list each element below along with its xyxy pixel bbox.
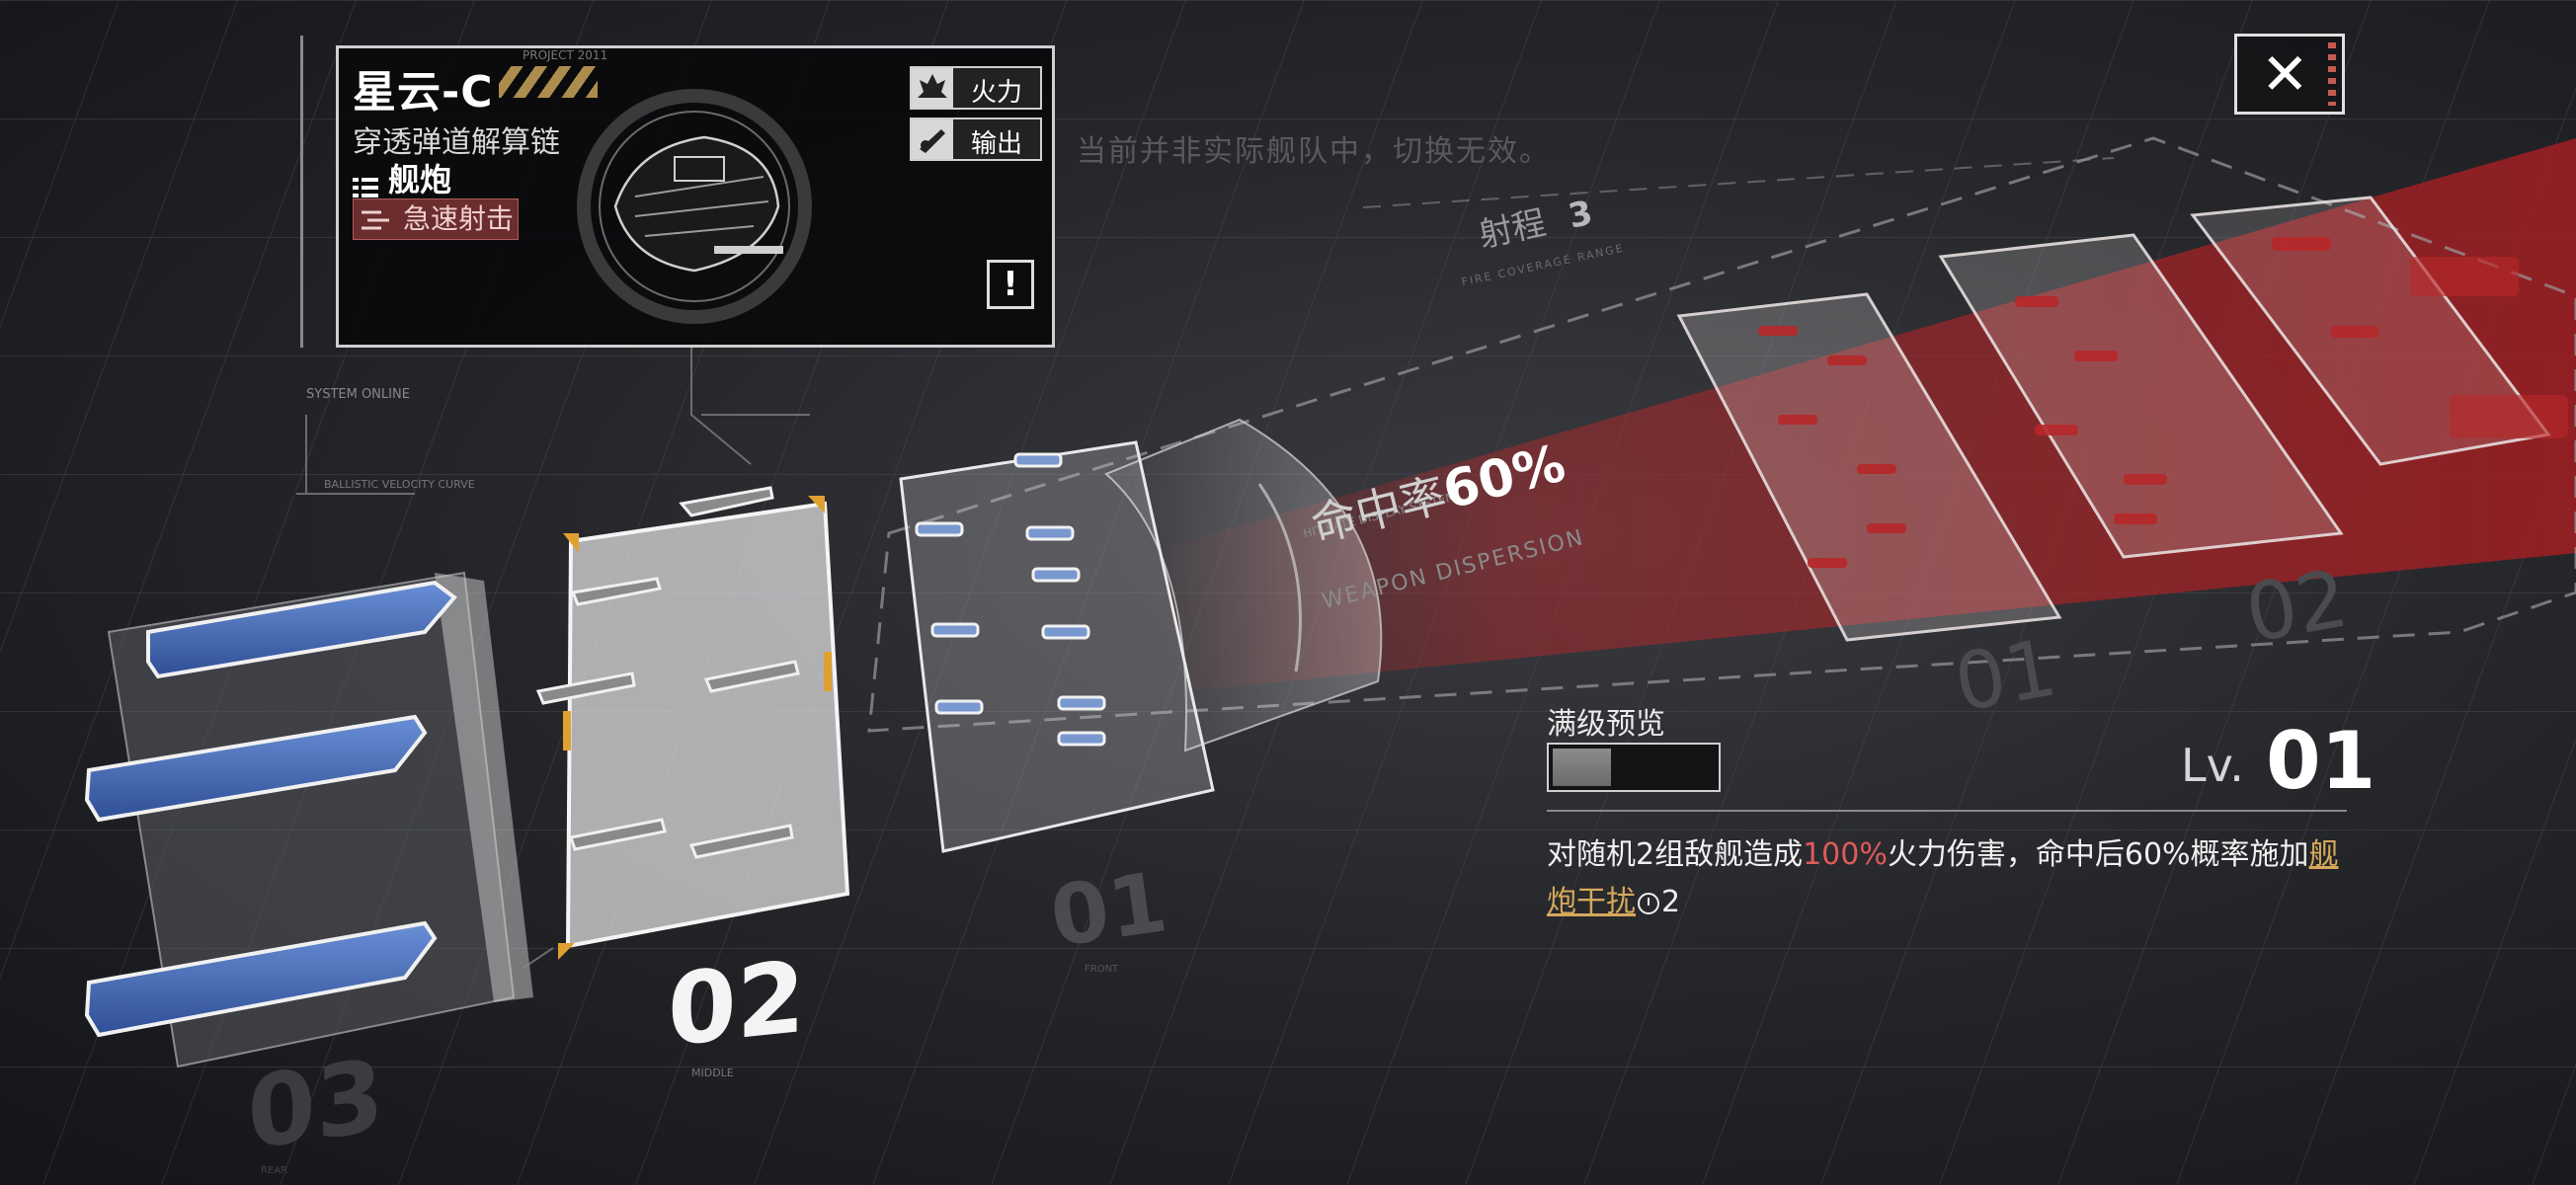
weapon-info-panel: PROJECT 2011 星云-C 穿透弹道解算链 舰炮 急速射击 火力 输出 [336,45,1055,348]
ally-middle-ships [535,486,800,859]
desc-part1: 对随机2组敌舰造成 [1547,837,1804,872]
desc-percent: 100% [1803,837,1888,872]
row-01-number: 01 [1044,853,1173,966]
arrows-icon [362,210,389,230]
row-02-sub: MIDDLE [691,1066,734,1079]
desc-part2: 火力伤害，命中后60%概率施加 [1887,837,2309,872]
ally-front-ships [915,452,1106,747]
level-divider [1547,810,2347,812]
row-02-number: 02 [668,938,806,1069]
hazard-stripe-icon [499,66,598,98]
preview-toggle-fill [1553,749,1611,786]
project-code: PROJECT 2011 [523,48,608,62]
range-dashed-outline [867,136,2576,733]
max-level-preview-toggle[interactable] [1547,743,1721,792]
level-value: 01 [2266,715,2376,807]
notice-text: 当前并非实际舰队中，切换无效。 [1077,134,1551,169]
firepower-label: 火力 [971,78,1023,108]
ally-middle-platform [558,496,850,960]
ally-rear-ships [84,580,457,1038]
fire-icon [912,68,953,108]
weapon-turret-render [576,88,813,325]
fire-range-red-cone [1146,138,2576,691]
clock-icon [1638,892,1659,914]
weapon-type: 舰炮 [353,155,451,200]
weapon-name: 星云-C [353,67,494,118]
firepower-stat-button[interactable]: 火力 [910,66,1042,110]
row-03-sub: REAR [261,1165,288,1176]
hit-rate-arc [1104,418,1383,752]
skill-tag[interactable]: 急速射击 [353,198,519,240]
close-stripe-deco [2328,42,2336,106]
enemy-row-02: 02 [2239,552,2354,660]
output-stat-button[interactable]: 输出 [910,118,1042,161]
desc-effect-link[interactable]: 舰炮干扰 [1547,837,2339,919]
info-button[interactable]: ! [987,260,1034,309]
row-01-sub: FRONT [1085,964,1119,975]
enemy-row-01: 01 [1948,621,2062,729]
skill-tag-label: 急速射击 [403,202,515,235]
close-x-icon: ✕ [2261,40,2309,108]
max-level-preview-label: 满级预览 [1547,707,1665,742]
gun-icon [912,119,953,159]
weapon-type-icon [353,170,378,198]
weapon-type-label: 舰炮 [388,161,452,198]
row-03-number: 03 [245,1037,386,1172]
ballistic-caption: BALLISTIC VELOCITY CURVE [324,478,475,491]
output-label: 输出 [971,129,1023,159]
panel-side-rail [300,36,325,348]
weapon-subtitle: 穿透弹道解算链 [353,125,560,160]
level-prefix: Lv. [2181,739,2244,792]
desc-duration: 2 [1661,885,1681,919]
enemy-ships [1758,237,2568,568]
system-online-text: SYSTEM ONLINE [306,387,410,402]
close-button[interactable]: ✕ [2234,34,2345,115]
